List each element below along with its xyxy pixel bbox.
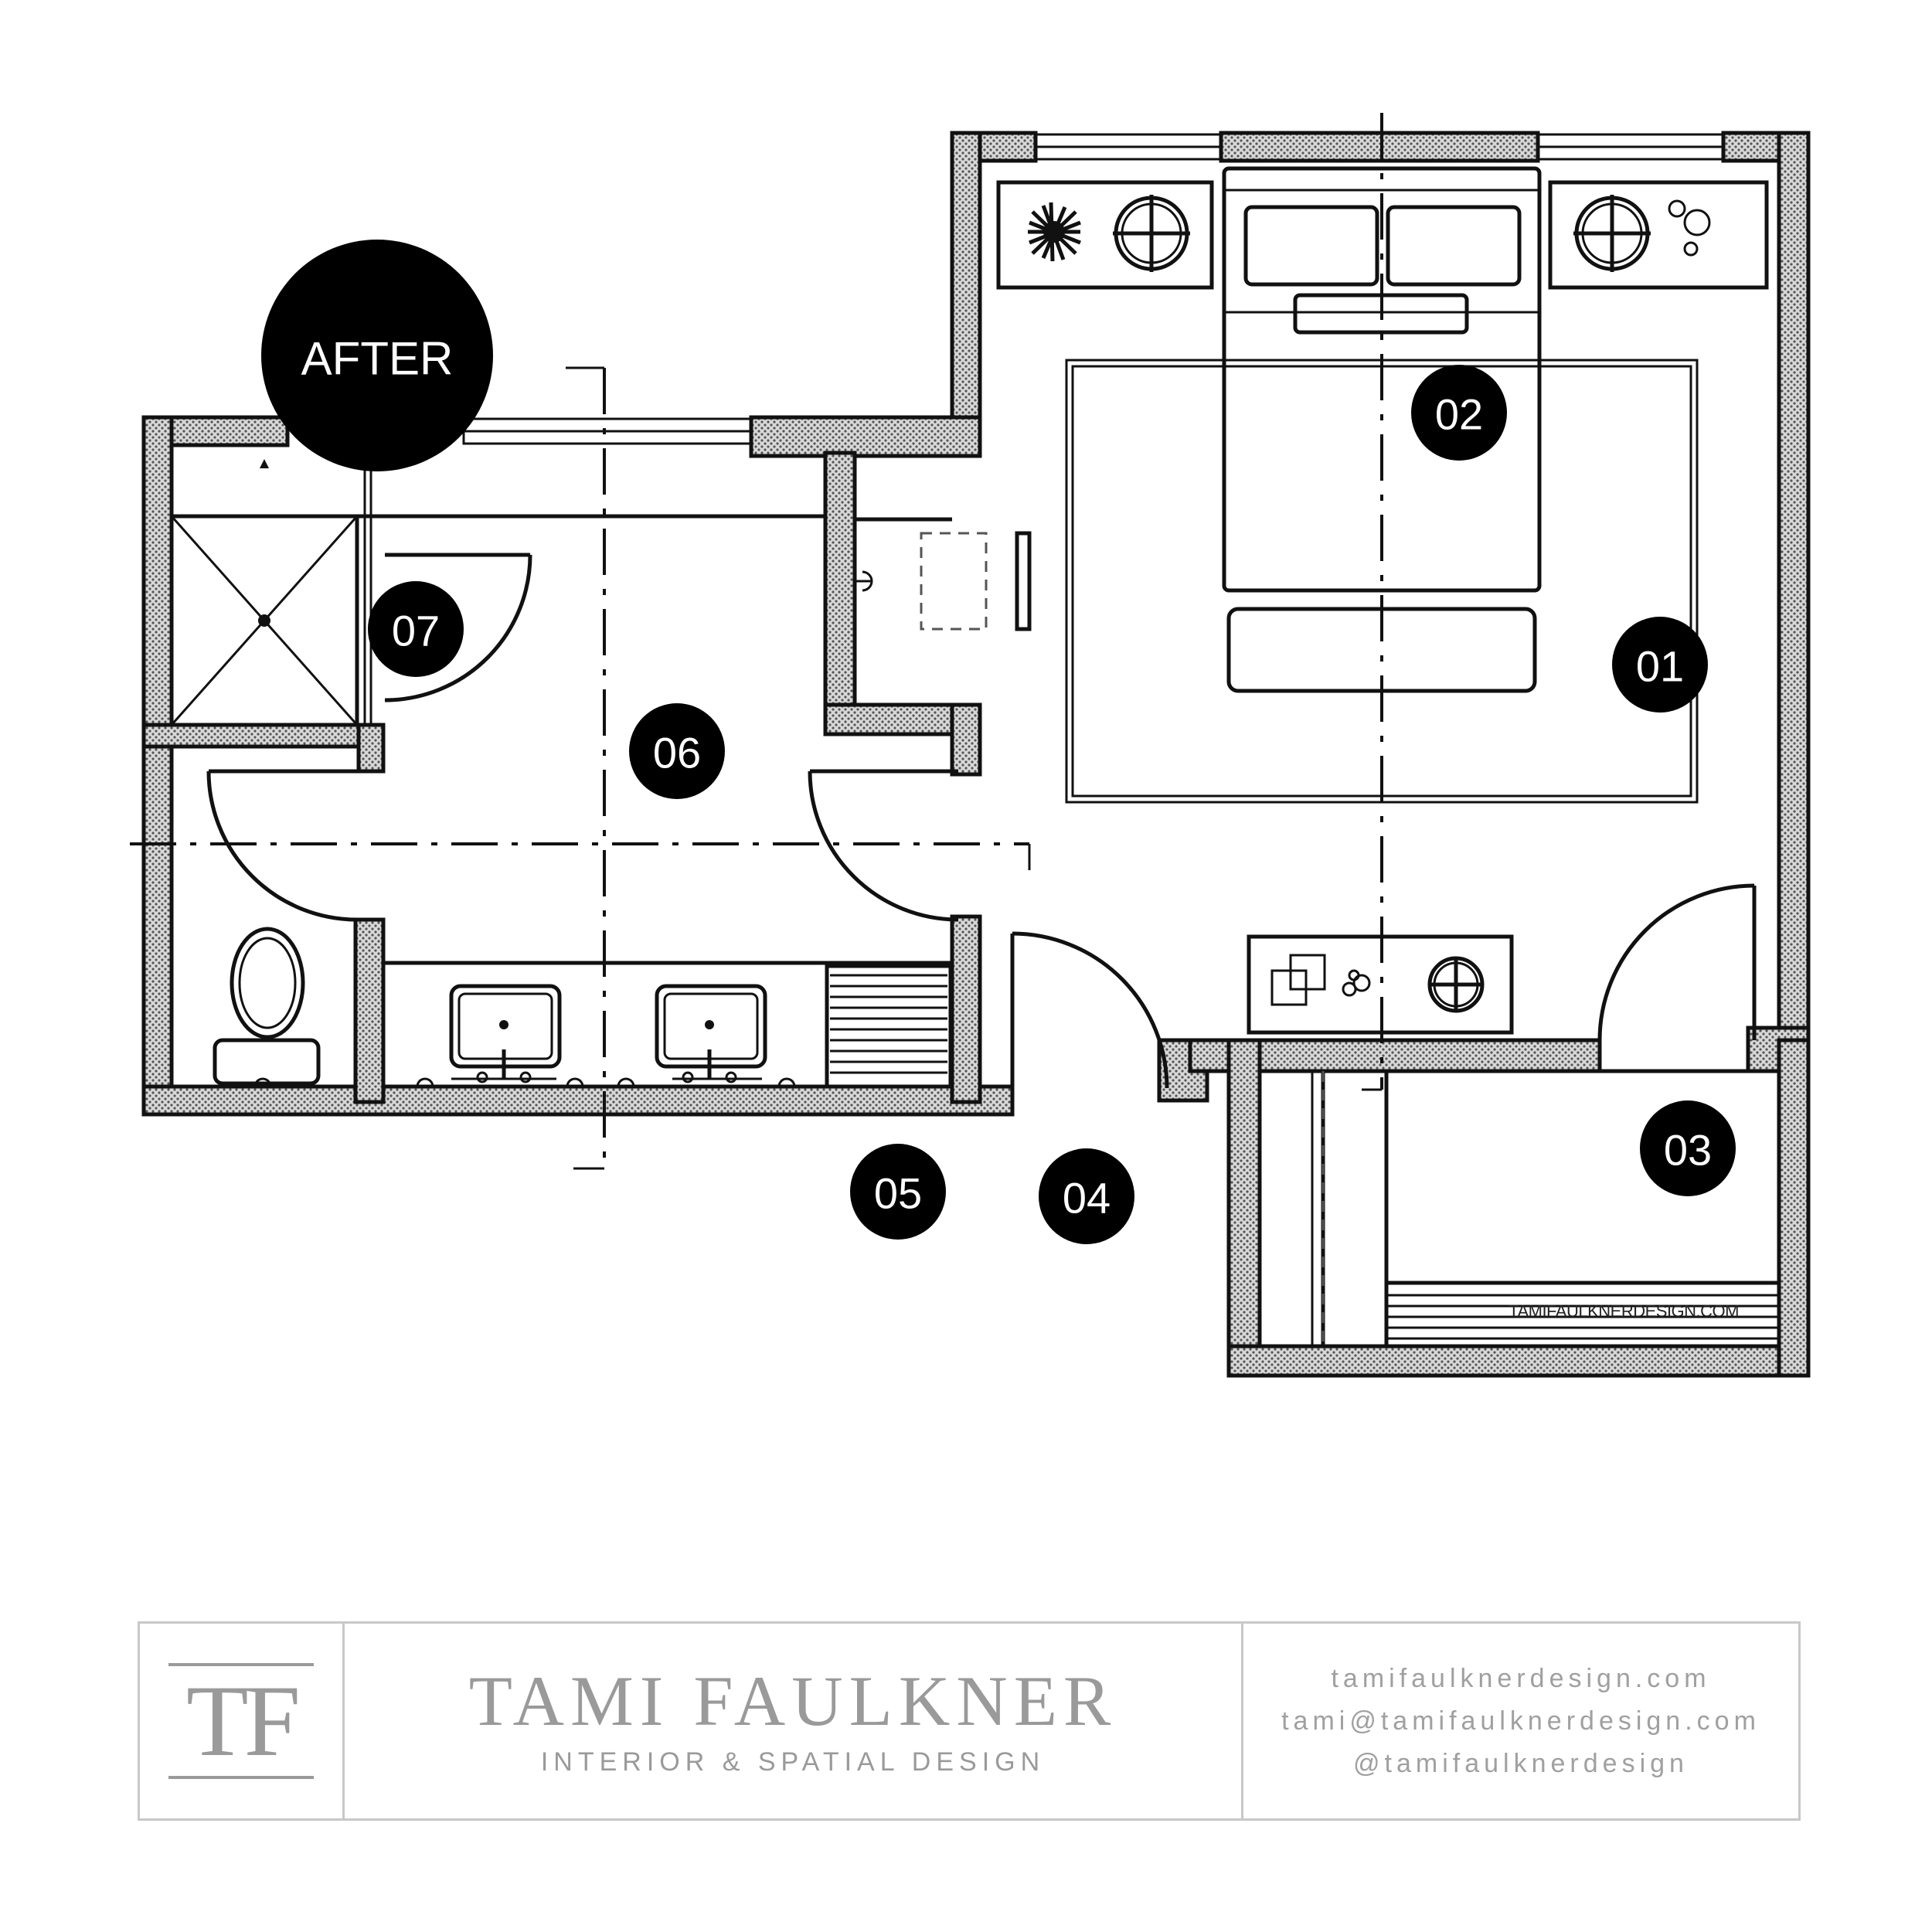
- wall-toilet-stub: [356, 723, 386, 774]
- decor-circles-icon: [1668, 199, 1711, 257]
- footer-brand-cell: TAMI FAULKNER INTERIOR & SPATIAL DESIGN: [345, 1624, 1243, 1818]
- lamp-dresser-icon: [1427, 956, 1485, 1013]
- brand-name: TAMI FAULKNER: [468, 1661, 1117, 1740]
- wall-shower-divider: [141, 723, 364, 749]
- wall-closet-left: [823, 451, 857, 736]
- towel-lines: [830, 974, 947, 1074]
- nightstand-left: [996, 180, 1214, 290]
- room-tag-01[interactable]: 01: [1612, 617, 1708, 713]
- room-tag-label: 02: [1435, 390, 1483, 439]
- email-link[interactable]: tami@tamifaulknerdesign.com: [1281, 1706, 1760, 1736]
- pillow-left: [1243, 205, 1379, 287]
- after-badge-label: AFTER: [301, 333, 454, 385]
- wall-top-bath-right: [749, 415, 982, 458]
- bath-fixtures: [169, 459, 953, 1089]
- shelf-lines: [1388, 1294, 1777, 1340]
- room-tag-label: 04: [1063, 1174, 1111, 1223]
- plant-icon: [1028, 202, 1081, 262]
- tf-logo: TF: [168, 1663, 314, 1779]
- lamp-right-icon: [1573, 195, 1651, 272]
- room-tag-04[interactable]: 04: [1039, 1148, 1134, 1244]
- footer-logo-cell: TF: [140, 1624, 345, 1818]
- room-tag-02[interactable]: 02: [1411, 365, 1507, 461]
- tf-logo-text: TF: [185, 1664, 301, 1777]
- wall-left-bedroom-upper: [950, 131, 982, 458]
- wall-top-bedroom-mid: [1219, 131, 1540, 163]
- nightstand-right: [1548, 180, 1769, 290]
- room-tag-06[interactable]: 06: [629, 703, 725, 799]
- room-tag-label: 05: [874, 1169, 922, 1218]
- room-tag-label: 07: [392, 607, 440, 655]
- towel-shelf: [825, 964, 953, 1089]
- closet-desk: [855, 517, 1032, 631]
- walls: [141, 131, 1811, 1378]
- outlets: [253, 1077, 796, 1087]
- wall-wardrobe-right: [1777, 1038, 1811, 1378]
- chair-outline: [920, 532, 988, 631]
- room-tag-07[interactable]: 07: [368, 581, 464, 677]
- sink-right: [655, 984, 767, 1083]
- wall-closet-bottom: [823, 702, 961, 736]
- room-tag-label: 01: [1636, 642, 1684, 691]
- brand-tagline: INTERIOR & SPATIAL DESIGN: [540, 1747, 1046, 1777]
- wall-bottom-bath: [141, 1084, 1015, 1117]
- wall-left-bath: [141, 415, 174, 1115]
- wall-closet-right: [950, 702, 982, 777]
- footer-contact-cell: tamifaulknerdesign.com tami@tamifaulkner…: [1243, 1624, 1798, 1818]
- room-tag-03[interactable]: 03: [1640, 1100, 1736, 1196]
- room-tag-05[interactable]: 05: [850, 1144, 946, 1240]
- social-handle[interactable]: @tamifaulknerdesign: [1353, 1748, 1689, 1778]
- wall-wardrobe-bottom: [1226, 1344, 1811, 1378]
- centerlines: [130, 113, 1383, 1170]
- footer-brand-bar: TF TAMI FAULKNER INTERIOR & SPATIAL DESI…: [138, 1621, 1801, 1821]
- pillow-right: [1386, 205, 1522, 287]
- website-link[interactable]: tamifaulknerdesign.com: [1331, 1663, 1711, 1693]
- wall-wardrobe-left: [1226, 1038, 1262, 1378]
- toilet: [213, 927, 321, 1086]
- sink-left: [449, 984, 562, 1083]
- after-badge: AFTER: [261, 240, 493, 471]
- wall-right-bedroom: [1777, 131, 1811, 1038]
- wall-toilet-right: [353, 917, 386, 1104]
- lamp-left-icon: [1113, 195, 1190, 272]
- frames-icon: [1270, 954, 1326, 1006]
- room-tag-label: 06: [653, 729, 701, 777]
- wall-bath-door-jamb: [950, 914, 982, 1104]
- room-tag-label: 03: [1664, 1126, 1712, 1175]
- wardrobe: [1257, 1069, 1781, 1349]
- decor-small-circles-icon: [1342, 969, 1371, 997]
- watermark: TAMIFAULKNERDESIGN.COM: [1509, 1301, 1739, 1321]
